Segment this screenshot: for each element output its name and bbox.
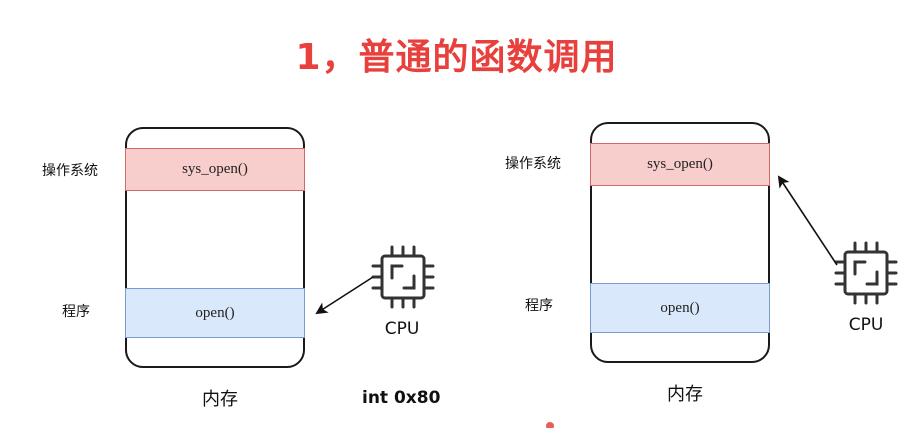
page-title: 1，普通的函数调用 [295, 37, 618, 78]
memory-label: 内存 [202, 389, 238, 410]
cpu-chip-icon [834, 241, 898, 305]
instruction-label: int 0x80 [362, 388, 441, 408]
cpu-chip-icon [371, 245, 435, 309]
program-segment: open() [590, 283, 770, 333]
program-label: 程序 [525, 298, 553, 314]
os-label: 操作系统 [505, 156, 561, 172]
memory-label: 内存 [667, 384, 703, 405]
os-segment: sys_open() [590, 143, 770, 186]
arrow-cpu-to-os [777, 175, 838, 266]
arrow-cpu-to-program [315, 276, 374, 315]
program-segment: open() [125, 288, 305, 338]
os-label: 操作系统 [42, 163, 98, 179]
os-segment: sys_open() [125, 148, 305, 191]
cpu-label: CPU [384, 319, 420, 339]
cpu-label: CPU [848, 315, 884, 335]
cursor-dot [546, 422, 554, 428]
program-label: 程序 [62, 304, 90, 320]
